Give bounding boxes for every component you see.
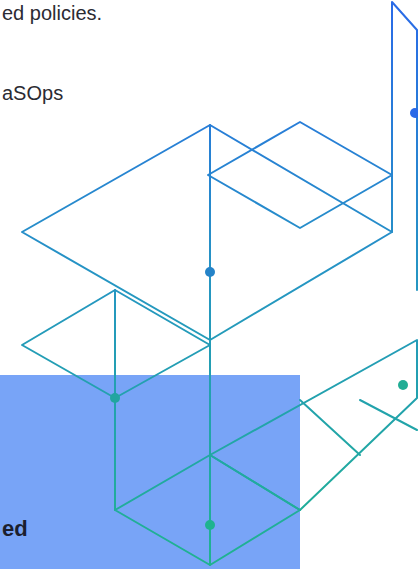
node-dots (110, 108, 418, 530)
body-text: ed policies. (2, 2, 102, 25)
highlight-panel (0, 375, 300, 569)
panel-text: ed (2, 516, 28, 542)
body-text: aSOps (2, 82, 63, 105)
